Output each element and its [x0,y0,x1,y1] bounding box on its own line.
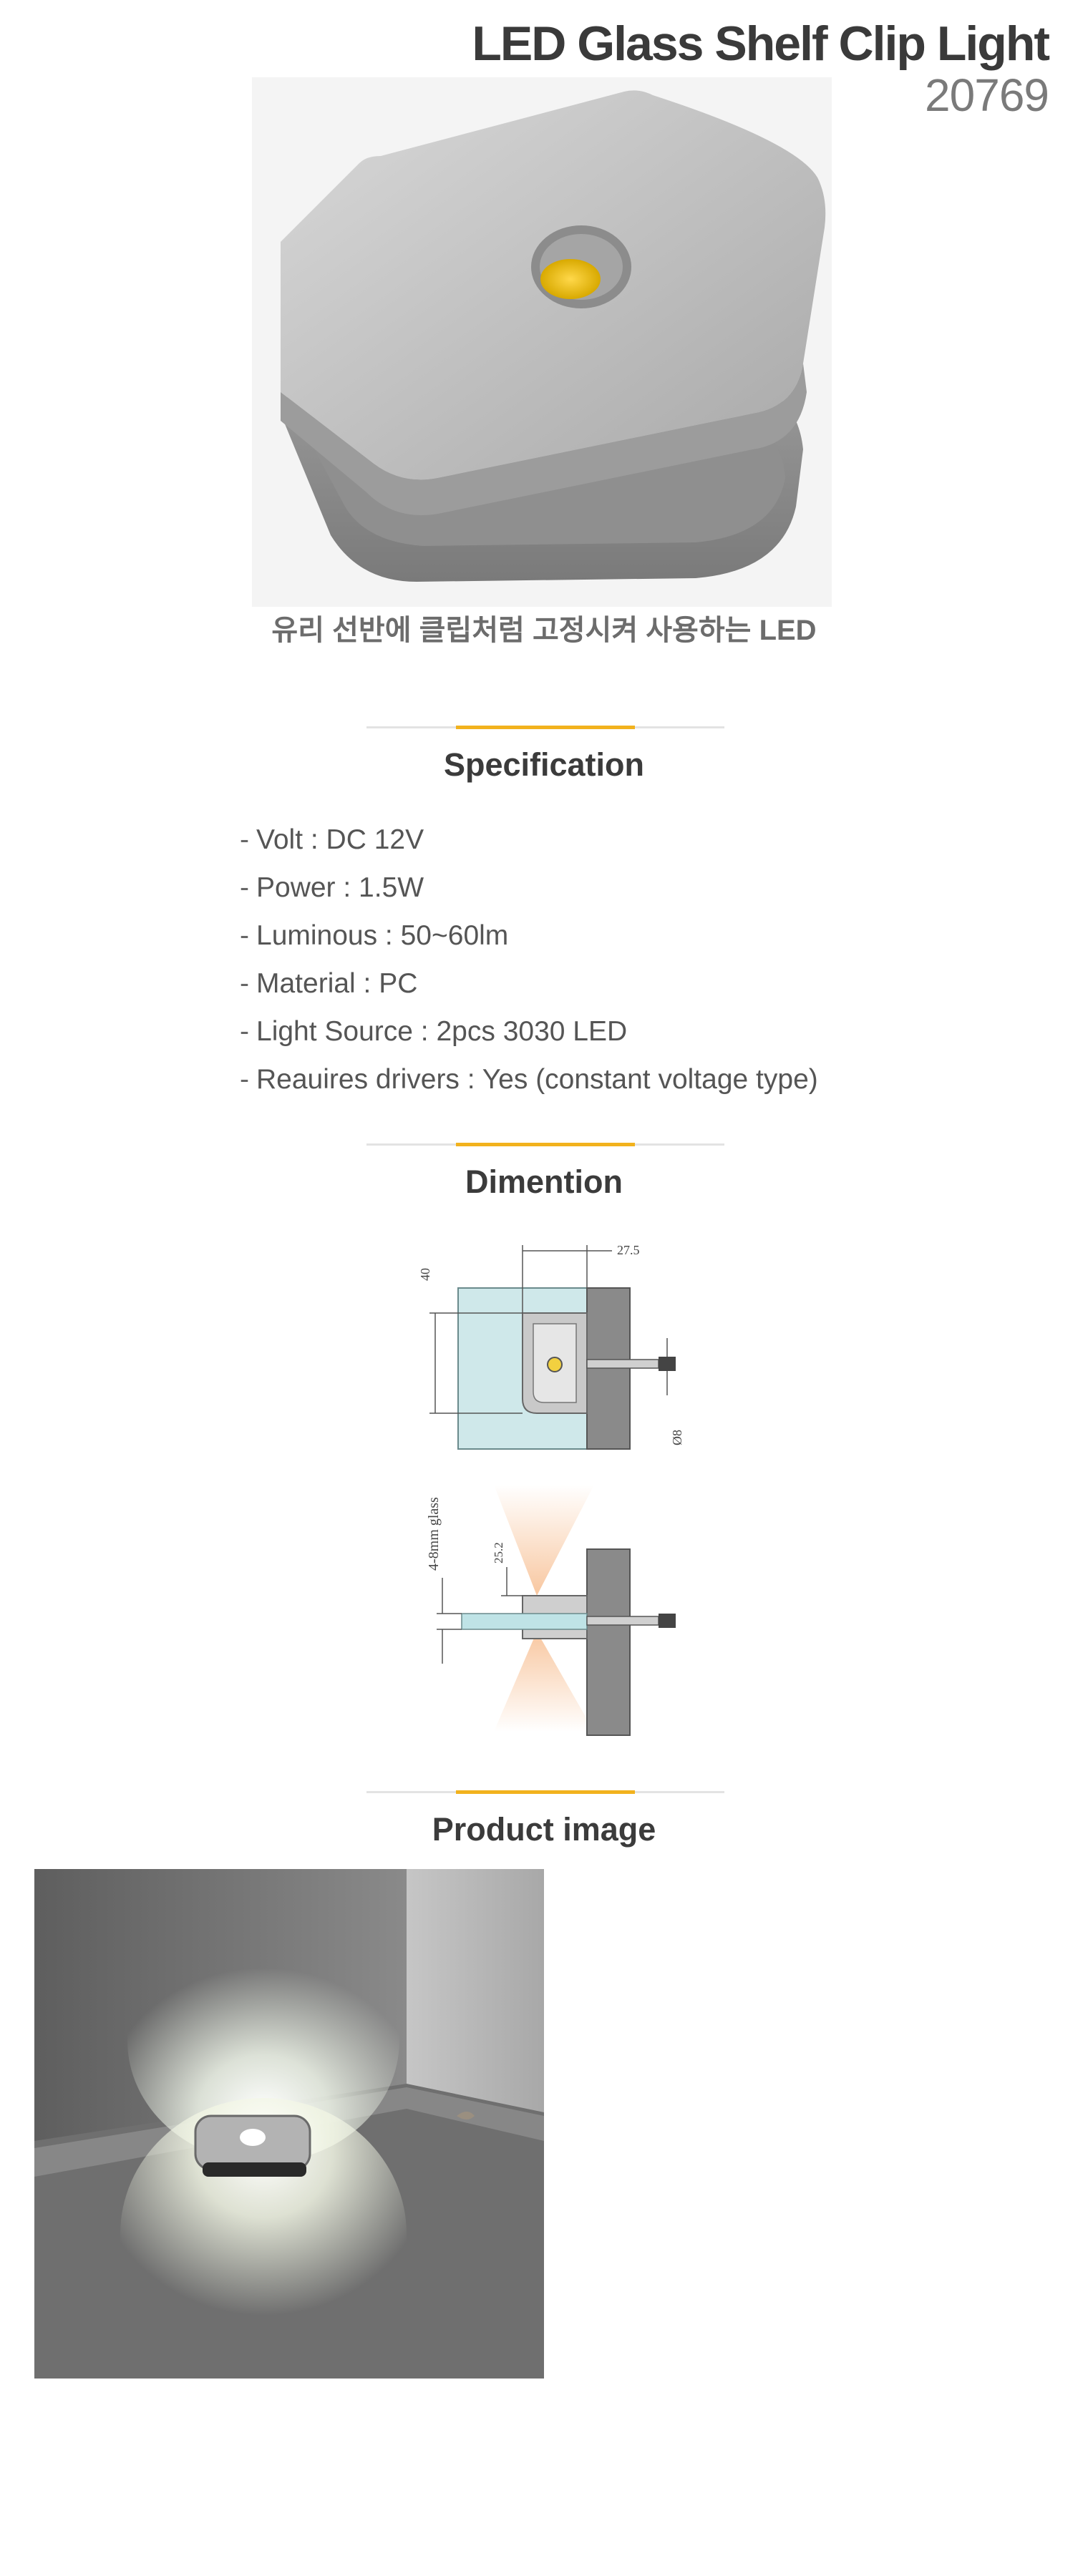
specification-heading: Specification [443,746,645,783]
spec-item: -Luminous : 50~60lm [240,920,509,951]
model-number: 20769 [925,69,1049,121]
dimension-cable-label: Ø8 [670,1430,684,1445]
glass-thickness-label: 4-8mm glass [426,1497,442,1571]
hero-product-image [252,77,832,607]
spec-item: -Material : PC [240,968,418,999]
spec-item: -Power : 1.5W [240,872,424,903]
product-title: LED Glass Shelf Clip Light [472,16,1050,71]
spec-item: -Reauires drivers : Yes (constant voltag… [240,1064,818,1095]
section-divider [366,1790,724,1794]
dimension-heading: Dimention [465,1163,623,1200]
section-divider [366,726,724,729]
side-height-label: 25.2 [492,1542,505,1563]
led-emitter-icon [540,259,601,299]
section-divider [366,1143,724,1146]
dimension-side-view-drawing: 4-8mm glass 25.2 [426,1485,676,1736]
spec-list: -Volt : DC 12V -Power : 1.5W -Luminous :… [240,816,818,1103]
dimension-top-view-drawing: 27.5 40 Ø8 [418,1243,684,1450]
product-image-heading: Product image [432,1811,656,1848]
product-photo [34,1869,544,2379]
dimension-height-label: 40 [418,1268,432,1281]
spec-item: -Volt : DC 12V [240,824,424,855]
hero-caption: 유리 선반에 클립처럼 고정시켜 사용하는 LED [271,615,817,646]
spec-item: -Light Source : 2pcs 3030 LED [240,1016,628,1047]
dimension-width-label: 27.5 [617,1243,640,1257]
